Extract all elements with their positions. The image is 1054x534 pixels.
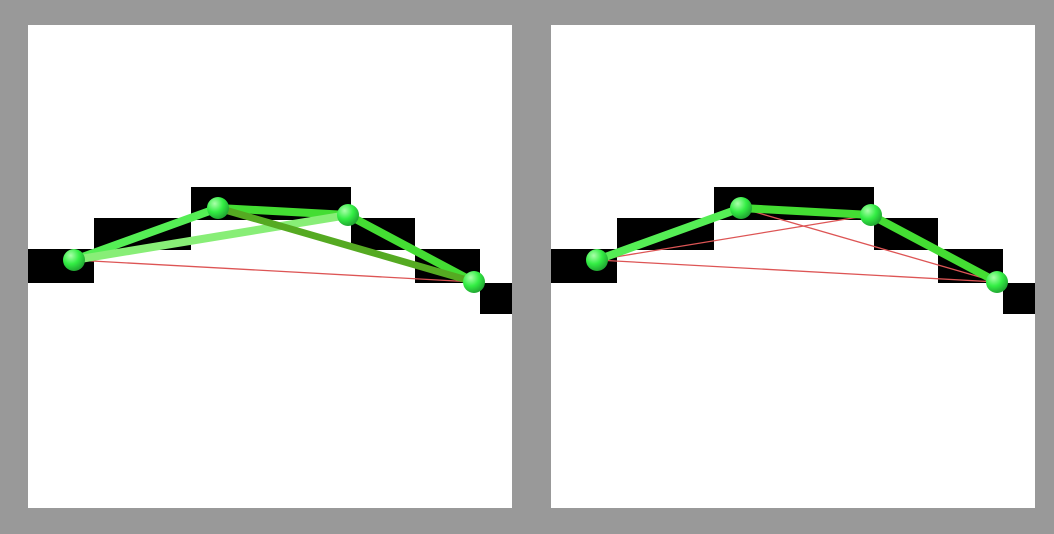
thick-edge-C-D [344,211,478,286]
thick-edge-B-C [737,204,875,219]
thick-edge-B-D [214,204,478,286]
joint-A [63,249,85,271]
thin-edge-A-D [73,259,475,283]
thin-edge-A-C [596,214,872,261]
left-scene [28,187,512,314]
right-scene [551,187,1035,314]
joint-C [337,204,359,226]
joint-D [463,271,485,293]
thick-edge-A-B [70,204,222,264]
thick-edge-B-C [214,204,352,219]
joint-B [730,197,752,219]
joint-C [860,204,882,226]
thick-edge-A-C [70,211,352,264]
panel-left [28,25,512,508]
thin-edge-A-D [596,259,998,283]
joint-A [586,249,608,271]
thick-edge-C-D [867,211,1001,286]
panel-right [551,25,1035,508]
joint-B [207,197,229,219]
terrain-step-6 [1003,283,1035,314]
joint-D [986,271,1008,293]
thick-edge-A-B [593,204,745,264]
thin-edge-B-D [740,207,998,283]
terrain-step-6 [480,283,512,314]
